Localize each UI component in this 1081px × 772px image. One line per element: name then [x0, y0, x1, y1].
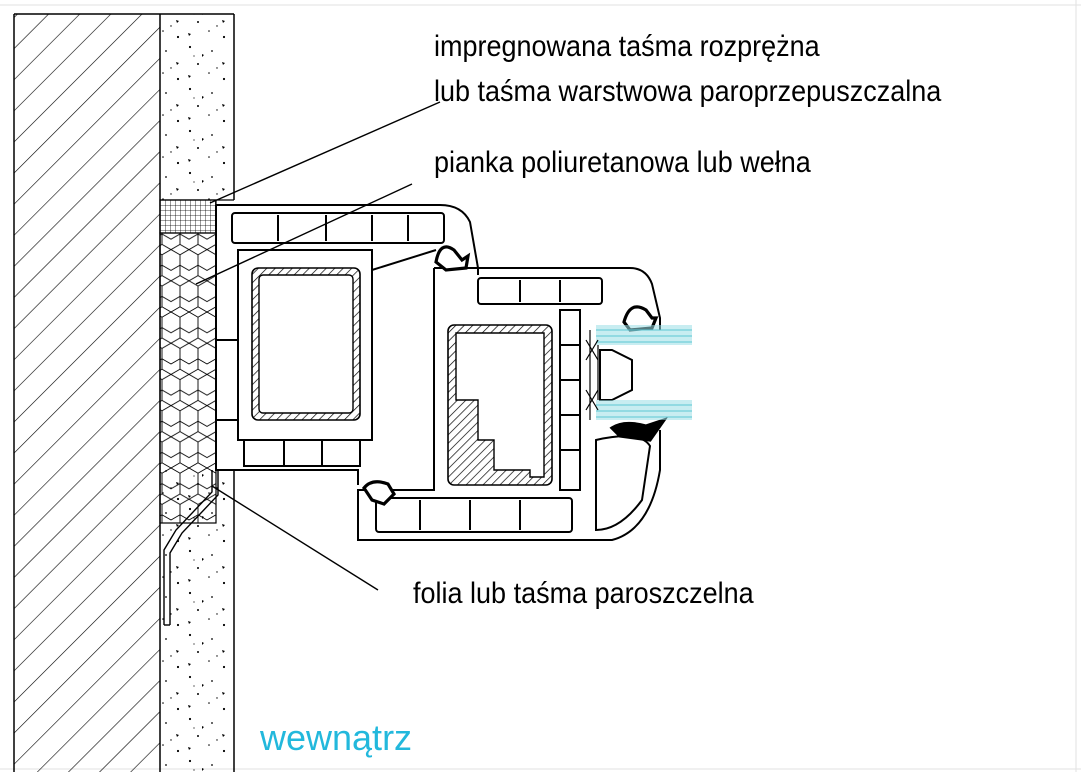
label-foam: pianka poliuretanowa lub wełna: [434, 146, 811, 179]
pu-foam-insulation: [159, 232, 217, 524]
masonry-wall: [13, 13, 234, 772]
label-expansion-tape-line1: impregnowana taśma rozprężna: [434, 30, 820, 63]
frame-steel-reinforcement: [251, 267, 361, 421]
sash-steel-reinforcement: [447, 324, 553, 486]
gaskets: [362, 245, 669, 506]
label-expansion-tape-line2: lub taśma warstwowa paroprzepuszczalna: [434, 75, 942, 108]
vapour-barrier-foil: [163, 470, 219, 626]
window-sash-profile: [357, 267, 661, 541]
leader-line-foam: [195, 183, 413, 285]
expansion-tape: [159, 199, 217, 234]
leader-line-foil: [211, 485, 379, 591]
leader-lines: [195, 101, 441, 591]
glazing-unit: [585, 325, 692, 420]
leader-line-tape: [209, 101, 441, 204]
label-inside: wewnątrz: [260, 717, 413, 758]
window-frame-profile: [215, 204, 479, 485]
label-vapour-foil: folia lub taśma paroszczelna: [413, 577, 754, 610]
